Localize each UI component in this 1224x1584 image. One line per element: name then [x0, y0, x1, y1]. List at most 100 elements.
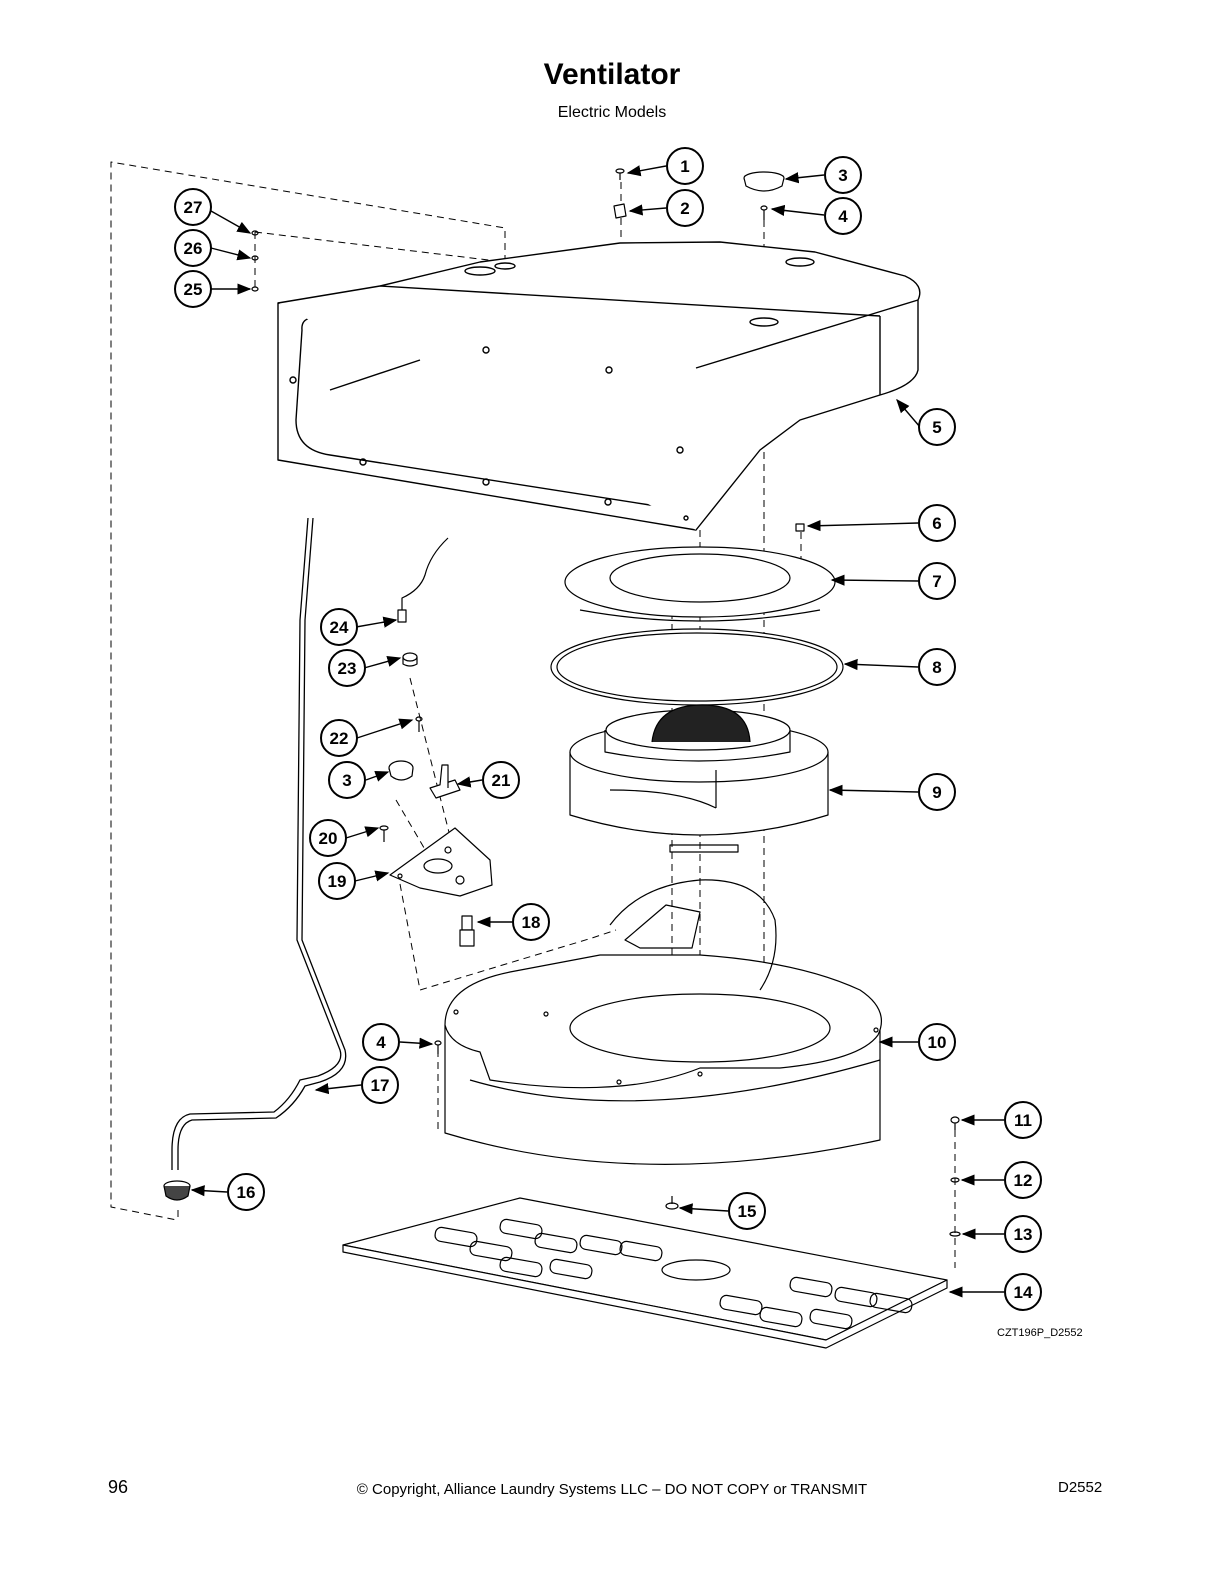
callout-10: 10 — [918, 1023, 956, 1061]
callout-3: 3 — [328, 761, 366, 799]
cap-3-lower — [388, 760, 414, 781]
callout-label: 27 — [184, 198, 203, 217]
callout-6: 6 — [918, 504, 956, 542]
callout-circle — [320, 719, 358, 757]
callout-11: 11 — [1004, 1101, 1042, 1139]
callout-circle — [824, 156, 862, 194]
blower-motor-assembly — [569, 704, 829, 853]
callout-label: 10 — [928, 1033, 947, 1052]
base-plate — [342, 1197, 948, 1349]
screw-22 — [415, 716, 423, 732]
callout-label: 8 — [932, 658, 941, 677]
vent-tube — [171, 517, 347, 1170]
callout-circle — [728, 1192, 766, 1230]
callout-circle — [512, 903, 550, 941]
callout-circle — [328, 761, 366, 799]
fasteners-25-27 — [251, 230, 259, 292]
callout-circle — [1004, 1215, 1042, 1253]
callout-4: 4 — [824, 197, 862, 235]
gasket-ring — [550, 628, 844, 706]
callout-label: 12 — [1014, 1171, 1033, 1190]
callout-label: 19 — [328, 872, 347, 891]
callout-20: 20 — [309, 819, 347, 857]
washer-13 — [949, 1231, 961, 1237]
screw-11 — [950, 1116, 960, 1130]
callout-circle — [482, 761, 520, 799]
callout-24: 24 — [320, 608, 358, 646]
callout-1: 1 — [666, 147, 704, 185]
callout-circle — [1004, 1101, 1042, 1139]
sensor-probe — [397, 537, 449, 623]
callout-circle — [918, 773, 956, 811]
callout-label: 11 — [1014, 1111, 1032, 1130]
callout-circle — [918, 562, 956, 600]
callout-label: 16 — [237, 1183, 256, 1202]
callout-label: 18 — [522, 913, 541, 932]
callout-label: 22 — [330, 729, 349, 748]
callout-3: 3 — [824, 156, 862, 194]
callout-4: 4 — [362, 1023, 400, 1061]
mounting-plate — [389, 827, 493, 897]
callout-circle — [918, 1023, 956, 1061]
callout-circle — [227, 1173, 265, 1211]
callout-label: 26 — [184, 239, 203, 258]
callout-label: 25 — [184, 280, 203, 299]
callout-21: 21 — [482, 761, 520, 799]
ventilator-housing — [277, 241, 921, 531]
callout-circle — [309, 819, 347, 857]
drawing-code: CZT196P_D2552 — [997, 1327, 1083, 1339]
callout-label: 7 — [932, 572, 941, 591]
page-subtitle: Electric Models — [557, 104, 667, 121]
callout-label: 4 — [838, 207, 848, 226]
callout-circle — [320, 608, 358, 646]
callout-label: 24 — [330, 618, 349, 637]
leader-lines — [190, 165, 1004, 1298]
callout-circle — [174, 188, 212, 226]
callout-15: 15 — [728, 1192, 766, 1230]
document-code: D2552 — [1058, 1479, 1103, 1496]
callout-circle — [174, 229, 212, 267]
flange-ring — [564, 546, 836, 622]
callout-label: 17 — [371, 1076, 390, 1095]
screw-4-upper — [760, 205, 768, 220]
callout-22: 22 — [320, 719, 358, 757]
copyright-notice: © Copyright, Alliance Laundry Systems LL… — [356, 1481, 868, 1498]
screw-20 — [379, 825, 389, 842]
callout-circle — [362, 1023, 400, 1061]
callout-circle — [918, 648, 956, 686]
callout-label: 9 — [932, 783, 941, 802]
screw-15 — [665, 1196, 679, 1210]
washer-12 — [950, 1177, 960, 1183]
callout-label: 20 — [319, 829, 338, 848]
callout-circle — [918, 504, 956, 542]
callout-27: 27 — [174, 188, 212, 226]
callout-label: 23 — [338, 659, 357, 678]
callout-label: 3 — [838, 166, 847, 185]
grommet — [163, 1180, 191, 1201]
cap-3-upper — [743, 171, 785, 192]
screw-1 — [615, 168, 625, 180]
callout-label: 5 — [932, 418, 941, 437]
callout-label: 2 — [680, 199, 689, 218]
callout-markers: 1234567891011121314151617181920212232324… — [174, 147, 1042, 1311]
callout-17: 17 — [361, 1066, 399, 1104]
callout-16: 16 — [227, 1173, 265, 1211]
callout-label: 1 — [680, 157, 689, 176]
callout-circle — [824, 197, 862, 235]
callout-19: 19 — [318, 862, 356, 900]
fastener-6 — [795, 523, 805, 532]
callout-14: 14 — [1004, 1273, 1042, 1311]
callout-label: 6 — [932, 514, 941, 533]
callout-label: 3 — [342, 771, 351, 790]
callout-label: 21 — [492, 771, 511, 790]
nut-23 — [402, 652, 418, 667]
callout-circle — [918, 408, 956, 446]
blower-housing — [444, 879, 882, 1165]
callout-12: 12 — [1004, 1161, 1042, 1199]
page-number: 96 — [108, 1477, 129, 1497]
callout-2: 2 — [666, 189, 704, 227]
callout-8: 8 — [918, 648, 956, 686]
callout-25: 25 — [174, 270, 212, 308]
callout-circle — [1004, 1273, 1042, 1311]
